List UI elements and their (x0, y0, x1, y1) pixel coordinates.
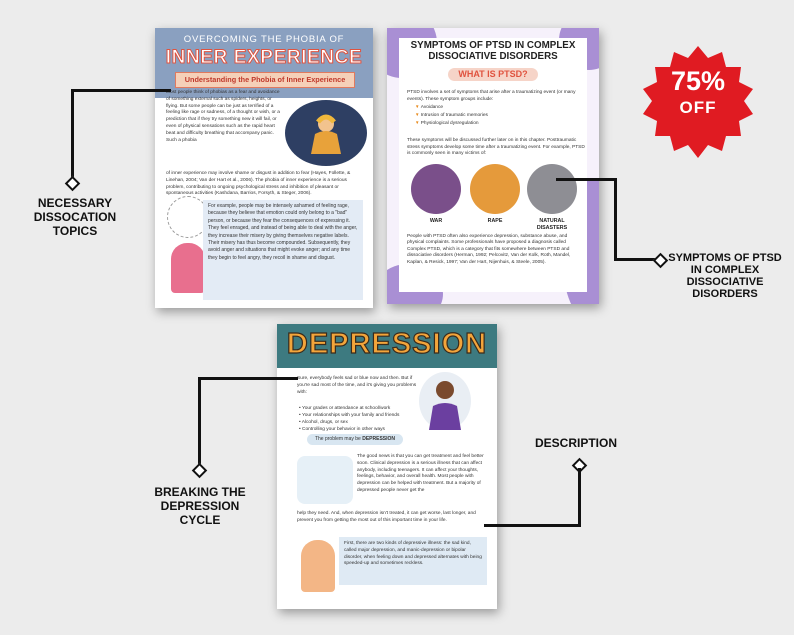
page2-intro: PTSD involves a set of symptoms that ari… (407, 90, 576, 102)
page3-intro: Sure, everybody feels sad or blue now an… (297, 376, 417, 395)
callout-marker (191, 462, 208, 479)
example-box: For example, people may be intensely ash… (203, 200, 363, 300)
label-line: CYCLE (179, 513, 221, 527)
girl-illustration (301, 540, 335, 592)
discount-percent: 75% (670, 66, 726, 96)
page1-title: INNER EXPERIENCE (165, 47, 363, 69)
callout-marker (64, 175, 81, 192)
natural-disasters-label: NATURAL DISASTERS (536, 218, 568, 231)
label-line: TOPICS (52, 224, 98, 238)
label-necessary: NECESSARY DISSOCATION TOPICS (20, 196, 130, 238)
page-ptsd: SYMPTOMS OF PTSD IN COMPLEX DISSOCIATIVE… (387, 28, 599, 304)
problem-pill: The problem may be DEPRESSION (307, 434, 403, 445)
problem-bullet: Controlling your behavior in other ways (299, 427, 385, 432)
page3-title: DEPRESSION (286, 327, 488, 360)
callout-line (578, 468, 581, 526)
callout-line (484, 524, 581, 527)
page1-body-b: of inner experience may involve shame or… (166, 171, 351, 197)
page2-title: SYMPTOMS OF PTSD IN COMPLEX DISSOCIATIVE… (410, 40, 576, 62)
callout-line (198, 377, 298, 380)
rape-image (470, 164, 520, 214)
discount-off: OFF (679, 98, 717, 117)
label-line: DEPRESSION (160, 499, 240, 513)
symptom-bullet: Intrusion of traumatic memories (415, 112, 488, 118)
callout-line (71, 89, 74, 181)
callout-line (614, 178, 617, 260)
callout-line (198, 377, 201, 467)
callout-line (556, 178, 616, 181)
label-line: SYMPTOMS OF PTSD (668, 252, 782, 264)
types-text: First, there are two kinds of depressive… (344, 541, 482, 567)
label-breaking: BREAKING THE DEPRESSION CYCLE (140, 485, 260, 527)
label-line: NECESSARY (37, 196, 113, 210)
stressed-woman-illustration (171, 243, 205, 293)
page3-good-news-cont: help they need. And, when depression isn… (297, 511, 476, 523)
label-line: BREAKING THE (154, 485, 246, 499)
problem-bullet: Your relationships with your family and … (299, 413, 399, 418)
label-line: DISORDERS (692, 288, 758, 300)
label-ptsd: SYMPTOMS OF PTSD IN COMPLEX DISSOCIATIVE… (662, 252, 788, 300)
symptom-bullet: Physiological dysregulation (415, 120, 479, 126)
problem-bullet: Alcohol, drugs, or sex (299, 420, 348, 425)
symptom-bullet: Avoidance (415, 104, 443, 110)
page-depression: DEPRESSION Sure, everybody feels sad or … (277, 324, 497, 609)
sad-woman-illustration (285, 100, 367, 166)
discount-badge (643, 46, 753, 158)
label-description: DESCRIPTION (534, 436, 617, 450)
example-text: For example, people may be intensely ash… (208, 203, 358, 261)
callout-line (614, 258, 658, 261)
what-is-ptsd-heading: WHAT IS PTSD? (448, 68, 538, 81)
types-box: First, there are two kinds of depressive… (339, 537, 487, 585)
label-line: IN COMPLEX (690, 264, 760, 276)
war-image (411, 164, 461, 214)
page2-mid: These symptoms will be discussed further… (407, 138, 585, 157)
rape-label: RAPE (487, 218, 503, 224)
page1-subtitle: Understanding the Phobia of Inner Experi… (175, 72, 355, 88)
header-band (277, 324, 497, 368)
page3-good-news: The good news is that you can get treatm… (357, 454, 484, 493)
war-label: WAR (429, 218, 443, 224)
callout-line (71, 89, 171, 92)
pill-text: The problem may be (314, 436, 363, 442)
natural-disasters-image (527, 164, 577, 214)
label-line: DISSOCIATIVE (686, 276, 764, 288)
page-inner-experience: OVERCOMING THE PHOBIA OF INNER EXPERIENC… (155, 28, 373, 308)
page2-outro: People with PTSD often also experience d… (407, 234, 571, 265)
thinking-girl-illustration (167, 196, 209, 238)
page1-kicker: OVERCOMING THE PHOBIA OF (183, 34, 345, 45)
therapy-session-illustration (297, 456, 353, 504)
pill-emphasis: DEPRESSION (362, 436, 396, 442)
label-line: DISSOCATION (33, 210, 117, 224)
page1-body-a: Most people think of phobias as a fear a… (166, 90, 280, 143)
problem-bullet: Your grades or attendance at school/work (299, 406, 390, 411)
starburst-shape (643, 46, 753, 158)
worried-man-illustration (419, 372, 471, 430)
